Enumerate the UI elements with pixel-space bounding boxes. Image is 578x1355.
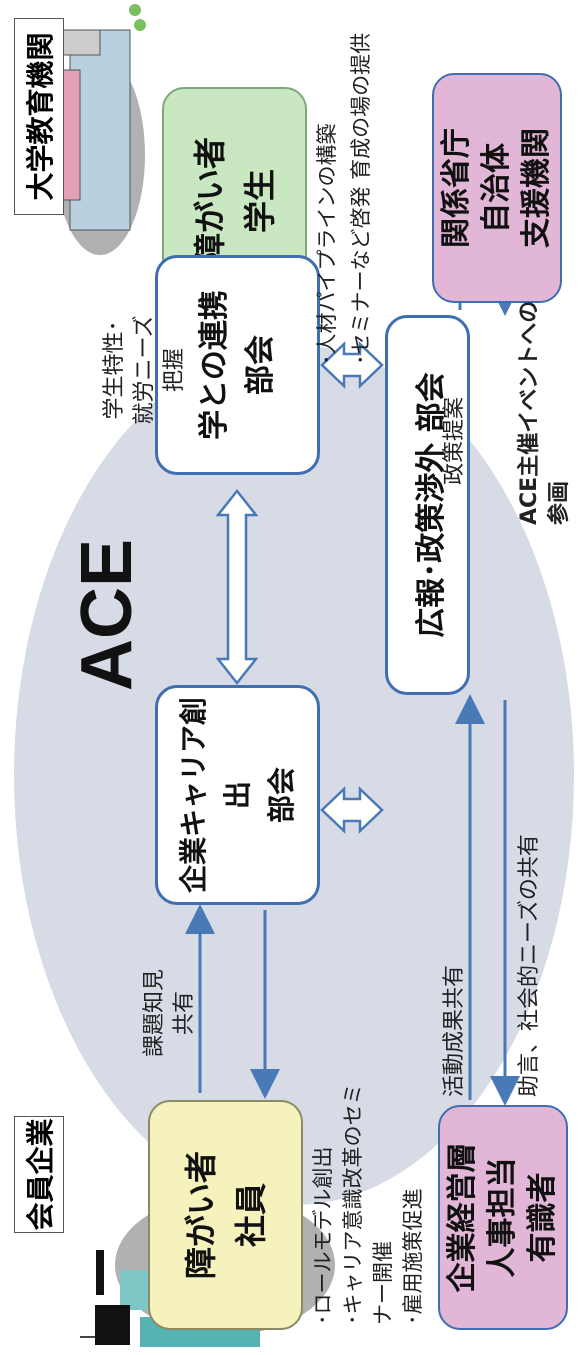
katsudo-label: 活動成果共有: [442, 964, 467, 1097]
corporate-tag: 会員企業: [14, 1116, 64, 1233]
jogen-label: 助言、社会的ニーズの共有: [517, 834, 542, 1097]
corp-career-box: 企業キャリア創出 部会: [155, 685, 320, 905]
pr-policy-box: 広報･政策渉外 部会: [385, 315, 470, 695]
ace-title: ACE: [67, 539, 147, 692]
gakusei-label: 学生特性･ 就労ニーズ 把握: [102, 315, 187, 425]
kadai-label: 課題知見 共有: [142, 969, 197, 1058]
corp-activity-list: ･ロールモデル創出 ･キャリア意識改革のセミ ナー開催 ･雇用施策促進: [311, 1083, 425, 1326]
seisaku-label: 政策提案: [442, 396, 467, 485]
event-label: ACE主催イベントへの参画: [517, 300, 572, 525]
employee-box: 障がい者 社員: [148, 1100, 303, 1330]
univ-activity-list: ･人材パイプラインの構築 ･セミナーなど啓発 育成の場の提供: [315, 32, 373, 365]
university-tag: 大学教育機関: [14, 18, 64, 215]
executives-box: 企業経営層 人事担当 有識者: [438, 1105, 568, 1330]
government-box: 関係省庁 自治体 支援機関: [432, 73, 562, 303]
